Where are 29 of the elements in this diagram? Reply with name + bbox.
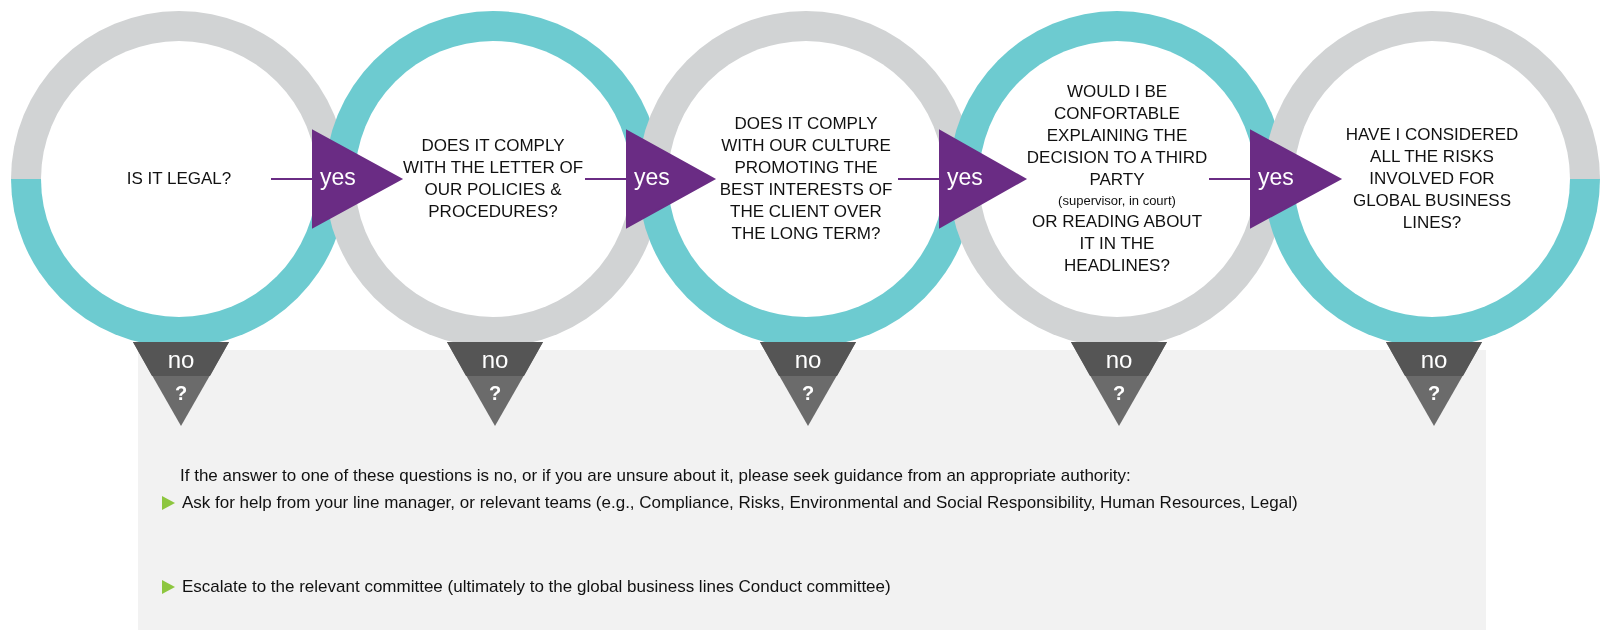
- arrow: [897, 129, 1028, 229]
- answer-label: no: [480, 346, 510, 374]
- answer-label: no: [793, 346, 823, 374]
- question-mark: ?: [1426, 382, 1442, 405]
- question-text: OR READING ABOUT IT IN THE HEADLINES?: [1031, 211, 1203, 277]
- question-text: WOULD I BE CONFORTABLE EXPLAINING THE DECISION TO A THIRD PARTY: [1025, 81, 1209, 191]
- edge-label: yes: [634, 164, 670, 191]
- question-mark: ?: [800, 382, 816, 405]
- question-text: DOES IT COMPLY WITH THE LETTER OF OUR POLICIES & PROCEDURES?: [401, 135, 585, 223]
- guidance-intro: If the answer to one of these questions is no, or if you are unsure about it, please seek guidance from an appropriate authority:: [180, 466, 1131, 486]
- guidance-item: Ask for help from your line manager, or relevant teams (e.g., Compliance, Risks, Environmental and Social Responsibility, Human Resources, Legal): [182, 493, 1299, 513]
- question-text: IS IT LEGAL?: [125, 168, 233, 190]
- edge-label: yes: [1258, 164, 1294, 191]
- guidance-panel: [138, 350, 1486, 630]
- question-mark: ?: [173, 382, 189, 405]
- arrow: [270, 129, 404, 229]
- question-text: HAVE I CONSIDERED ALL THE RISKS INVOLVED FOR GLOBAL BUSINESS LINES?: [1344, 124, 1520, 234]
- arrow: [1208, 129, 1343, 229]
- question-text: (supervisor, in court): [1057, 192, 1177, 210]
- answer-label: no: [1419, 346, 1449, 374]
- edge-label: yes: [947, 164, 983, 191]
- edge-label: yes: [320, 164, 356, 191]
- question-mark: ?: [1111, 382, 1127, 405]
- guidance-item: Escalate to the relevant committee (ultimately to the global business lines Conduct committee): [182, 577, 892, 597]
- answer-label: no: [166, 346, 196, 374]
- answer-label: no: [1104, 346, 1134, 374]
- question-mark: ?: [487, 382, 503, 405]
- question-text: DOES IT COMPLY WITH OUR CULTURE PROMOTING THE BEST INTERESTS OF THE CLIENT OVER THE LONG TERM?: [718, 113, 894, 245]
- arrow: [584, 129, 717, 229]
